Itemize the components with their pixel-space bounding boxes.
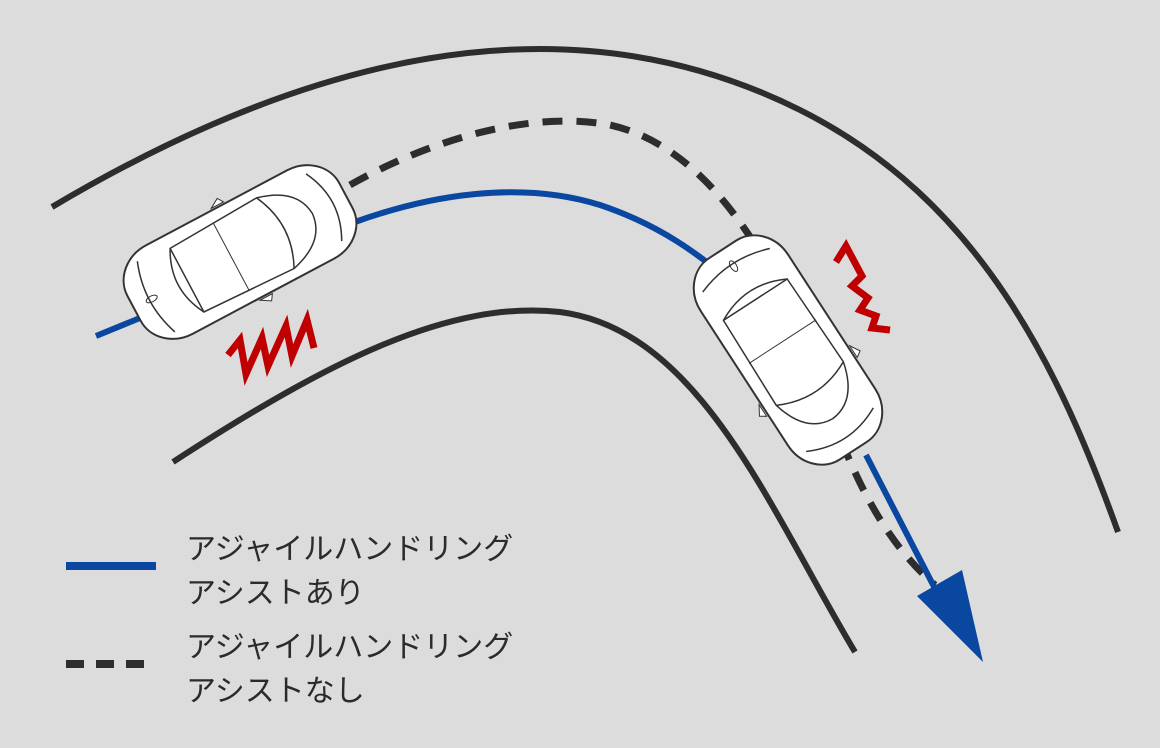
- legend-label-line1: アジャイルハンドリング: [186, 630, 514, 665]
- assist-trajectory: [94, 189, 737, 339]
- legend-entry-without-assist: アジャイルハンドリング アシストなし: [186, 626, 513, 714]
- zigzag-vibration-icon: [225, 308, 318, 386]
- road-outer-edge: [50, 46, 1121, 534]
- legend-label-line1: アジャイルハンドリング: [186, 532, 514, 567]
- arrowhead-icon: [917, 570, 983, 662]
- road-inner-edge: [171, 307, 858, 654]
- legend-label-line2: アシストなし: [186, 674, 365, 709]
- car-top-view-icon: [692, 234, 884, 466]
- legend-entry-with-assist: アジャイルハンドリング アシストあり: [186, 528, 513, 616]
- car-top-view-icon: [122, 164, 358, 340]
- assist-exit-line: [863, 453, 948, 610]
- zigzag-vibration-icon: [833, 239, 891, 334]
- legend-label-line2: アシストあり: [186, 576, 365, 611]
- no-assist-trajectory: [348, 117, 938, 588]
